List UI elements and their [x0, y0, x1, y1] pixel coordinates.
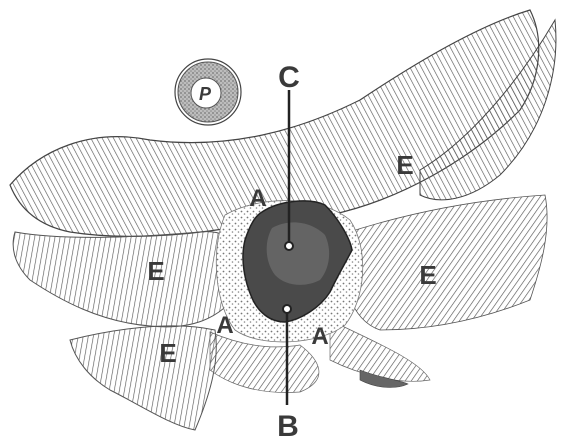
label-c: C	[278, 61, 300, 94]
cavity-highlight	[267, 222, 329, 284]
label-e-left: E	[147, 256, 164, 286]
label-a-right: A	[311, 323, 328, 350]
label-e-upper-right: E	[396, 150, 413, 180]
point-b-marker	[283, 305, 291, 313]
label-e-right: E	[419, 260, 436, 290]
right-fiber-fan	[330, 195, 547, 387]
point-c-marker	[285, 242, 293, 250]
label-a-left: A	[216, 312, 233, 339]
label-p: P	[199, 84, 212, 104]
label-e-lower-left: E	[159, 338, 176, 368]
label-b: B	[277, 410, 299, 443]
label-a-top: A	[249, 185, 266, 212]
